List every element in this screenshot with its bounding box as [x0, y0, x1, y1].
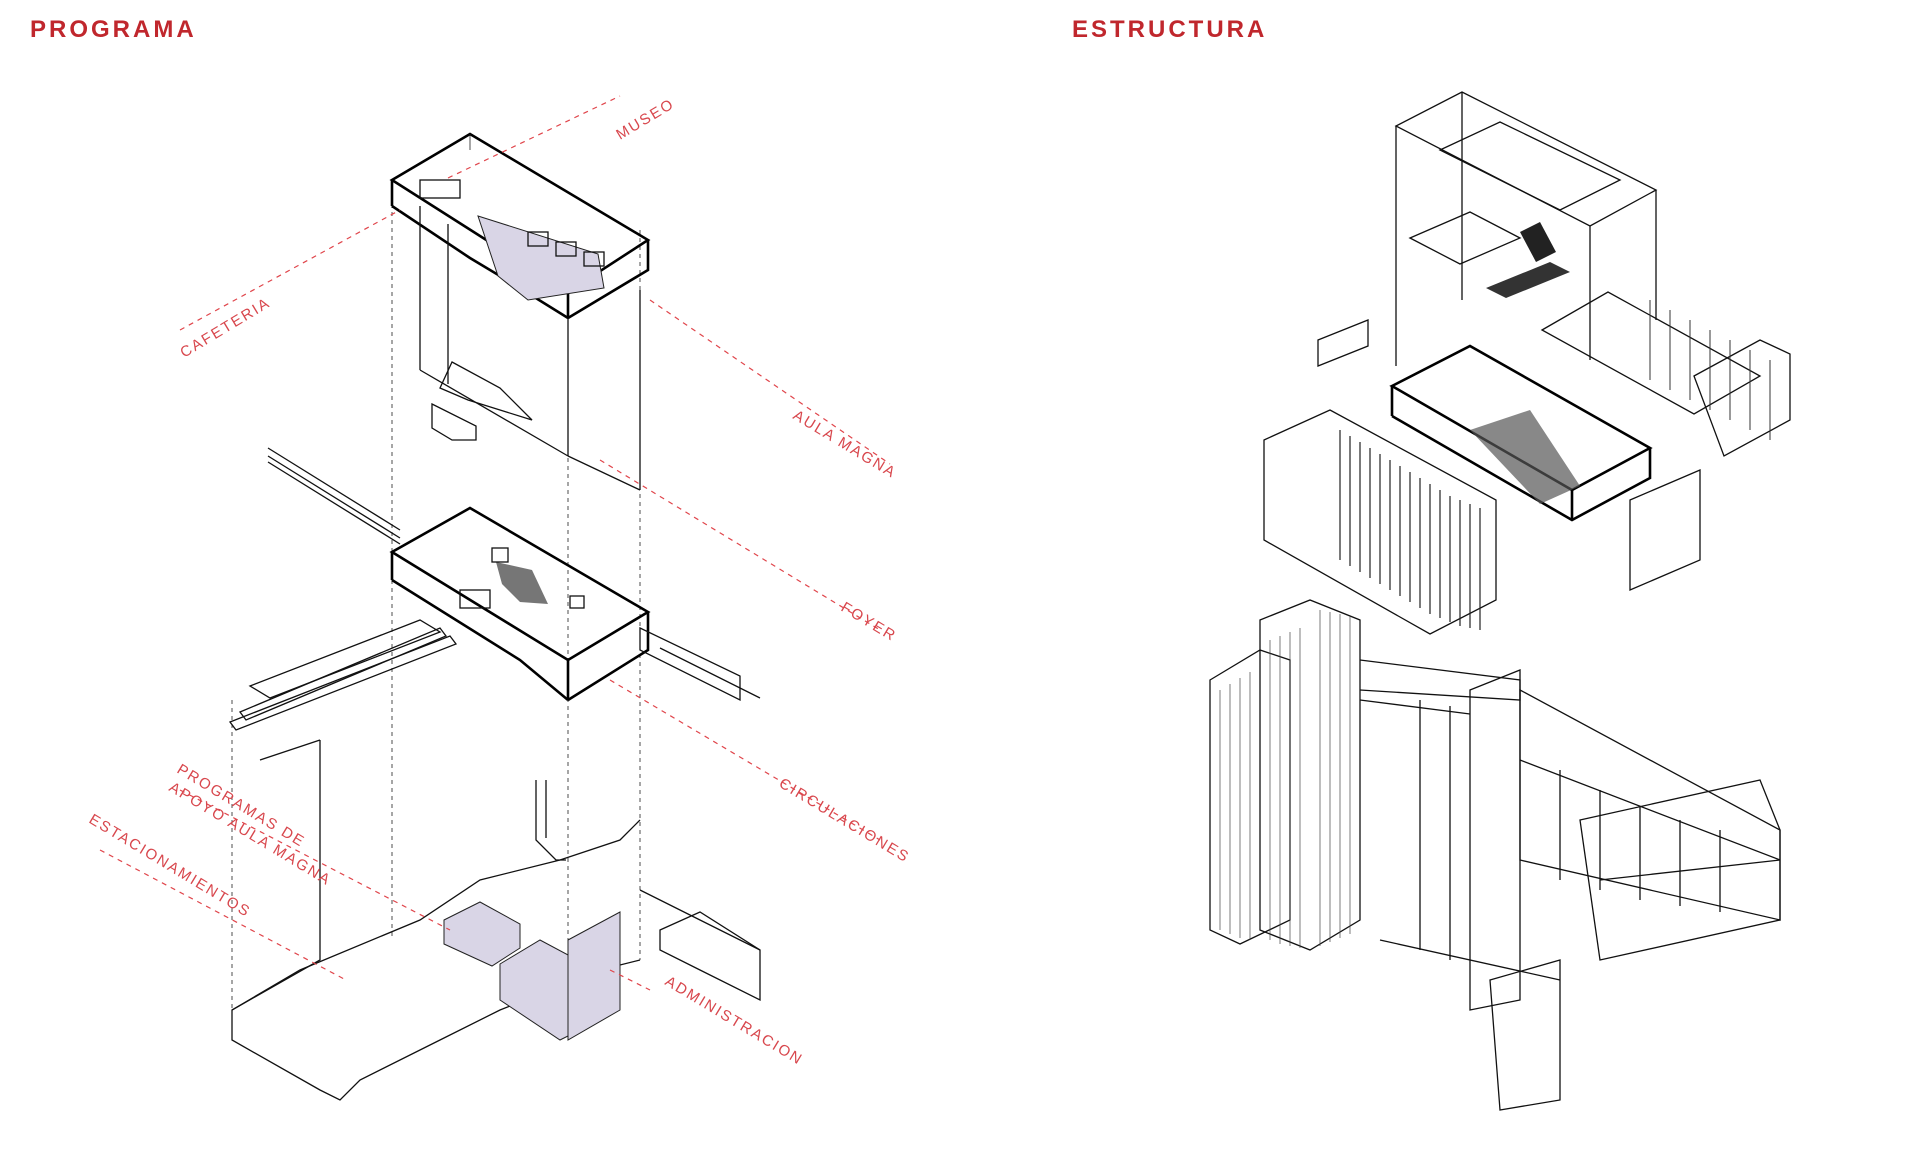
- estructura-heading: ESTRUCTURA: [1072, 16, 1268, 43]
- programa-heading: PROGRAMA: [30, 16, 197, 43]
- corridor-bars: [228, 619, 761, 731]
- support-blocks: [443, 901, 621, 1041]
- structure-exploded: [1263, 91, 1791, 635]
- leader-lines: [99, 95, 891, 991]
- structure-perspective: [1209, 599, 1781, 1111]
- upper-volume: [389, 132, 651, 491]
- connector-tube: [267, 447, 401, 545]
- middle-volume: [389, 506, 651, 702]
